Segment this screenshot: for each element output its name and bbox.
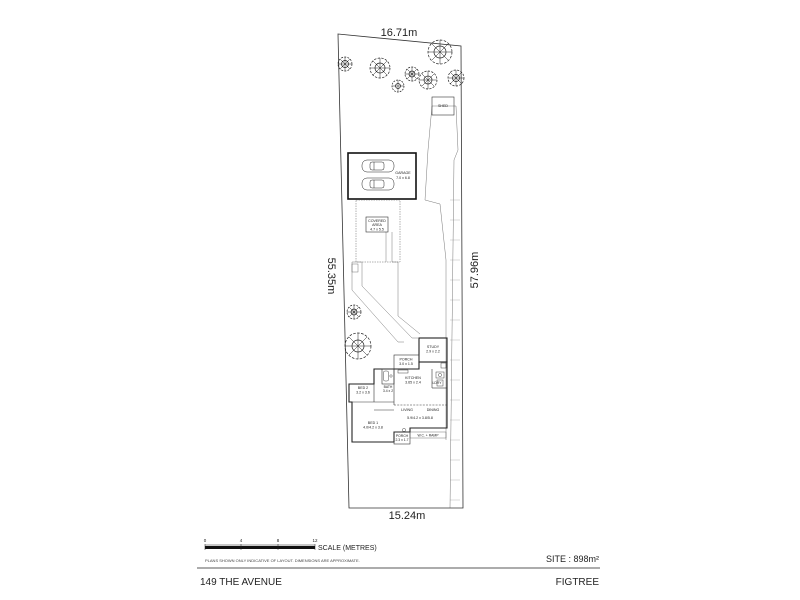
ramp <box>409 431 447 439</box>
kitchen-label: KITCHEN <box>405 376 421 380</box>
shed-label: SHED <box>438 104 448 108</box>
garden-path <box>351 232 421 343</box>
dimension-left: 55.35m <box>325 258 337 295</box>
scale-tick-12: 12 <box>312 538 318 543</box>
laundry-label: LDRY <box>433 381 443 385</box>
tree-icon <box>427 39 453 65</box>
living-dining-size: 5.9/4.2 x 3.8/5.8 <box>407 416 433 420</box>
car-icon <box>361 159 395 173</box>
garage: GARAGE 7.0 x 6.8 <box>347 152 417 200</box>
study-size: 2.9 x 2.2 <box>426 350 440 354</box>
garage-size: 7.0 x 6.8 <box>396 176 410 180</box>
porch-upper-size: 3.0 x 1.5 <box>399 362 413 366</box>
kitchen-size: 3.65 x 2.4 <box>405 381 421 385</box>
covered-area: COVERED AREA 4.7 x 5.5 <box>355 199 401 263</box>
tree-group <box>337 39 465 360</box>
dimension-top: 16.71m <box>381 27 418 39</box>
suburb: FIGTREE <box>556 577 600 588</box>
scale-bar: 0 4 8 12 SCALE (METRES) PLANS SHOWN ONLY… <box>204 538 377 563</box>
scale-tick-8: 8 <box>277 538 280 543</box>
tree-icon <box>447 69 465 87</box>
address: 149 THE AVENUE <box>200 577 282 588</box>
porch-lower-label: PORCH <box>396 434 409 438</box>
living-label: LIVING <box>401 408 413 412</box>
dining-label: DINING <box>427 408 440 412</box>
covered-area-size: 4.7 x 5.5 <box>370 228 384 232</box>
fixtures <box>383 362 447 432</box>
house: STUDY 2.9 x 2.2 PORCH 3.0 x 1.5 <box>348 337 448 445</box>
tree-icon <box>404 66 420 82</box>
dimension-bottom: 15.24m <box>389 510 426 522</box>
bed2-label: BED 2 <box>358 386 368 390</box>
tree-icon <box>337 56 353 72</box>
bed2-size: 3.2 x 3.6 <box>356 391 370 395</box>
tree-icon <box>391 79 405 93</box>
dimension-right: 57.96m <box>469 252 481 289</box>
garage-label: GARAGE <box>395 171 411 175</box>
covered-area-label-2: AREA <box>372 223 382 227</box>
driveway <box>424 105 460 509</box>
scale-tick-4: 4 <box>240 538 243 543</box>
disclaimer-text: PLANS SHOWN ONLY INDICATIVE OF LAYOUT. D… <box>205 558 360 563</box>
bed1-size: 4.0/4.2 x 3.8 <box>363 426 383 430</box>
site-area: SITE : 898m² <box>546 554 599 564</box>
shed: SHED <box>431 96 455 116</box>
scale-tick-0: 0 <box>204 538 207 543</box>
ramp-label: W.C. + RAMP <box>417 434 439 438</box>
bath-size: 3.4 x 2 <box>383 389 393 393</box>
study-label: STUDY <box>427 345 440 349</box>
porch-lower-size: 2.3 x 1.7 <box>395 438 408 442</box>
tree-icon <box>344 332 372 360</box>
water-tank <box>351 263 359 273</box>
tree-icon <box>418 70 438 90</box>
car-icon <box>361 177 395 191</box>
porch-upper-label: PORCH <box>400 358 413 362</box>
tree-icon <box>369 57 391 79</box>
scale-label: SCALE (METRES) <box>318 545 377 552</box>
bath-label: BATH <box>384 385 393 389</box>
tree-icon <box>346 304 362 320</box>
bed1-label: BED 1 <box>368 421 378 425</box>
covered-area-label-1: COVERED <box>368 219 386 223</box>
